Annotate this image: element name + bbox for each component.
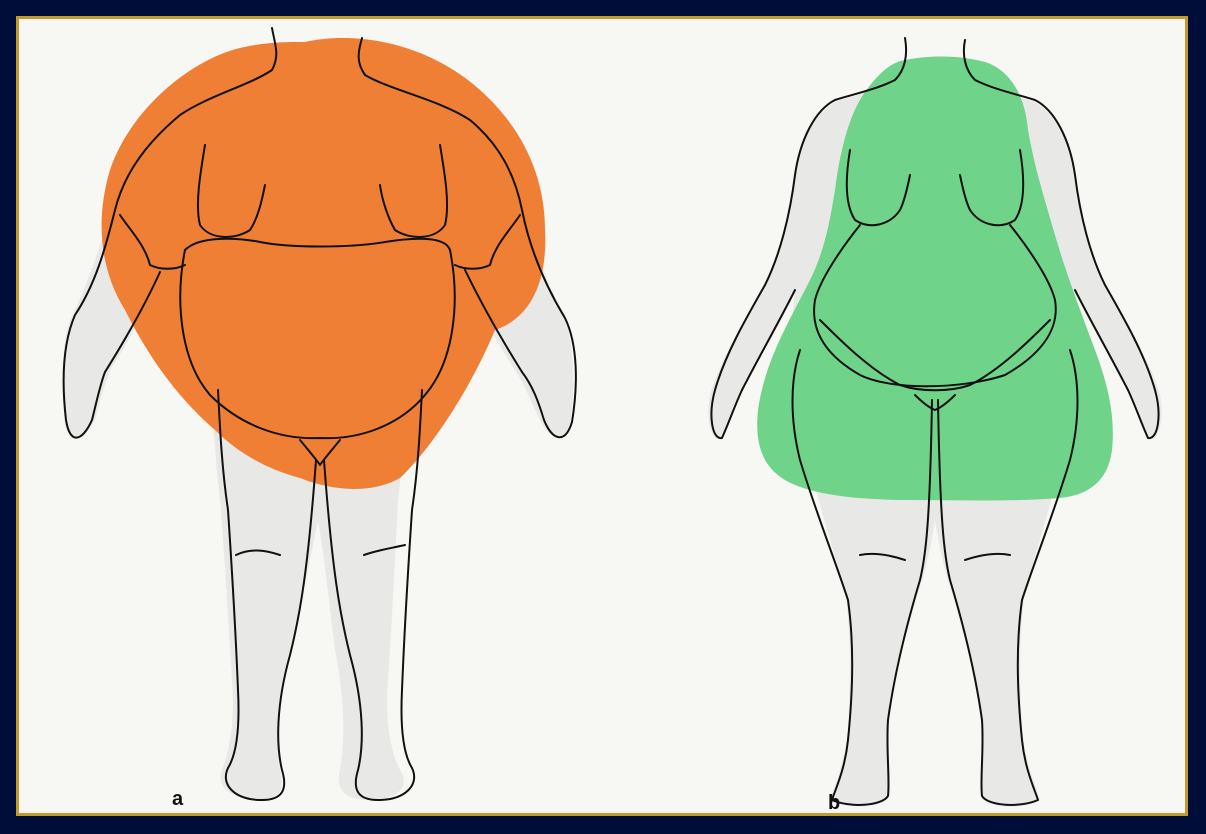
figure-a-fat-overlay xyxy=(102,38,546,489)
figure-label-a: a xyxy=(172,788,183,811)
figure-a xyxy=(63,28,576,800)
figure-b xyxy=(708,38,1161,807)
figure-label-b: b xyxy=(828,792,840,815)
